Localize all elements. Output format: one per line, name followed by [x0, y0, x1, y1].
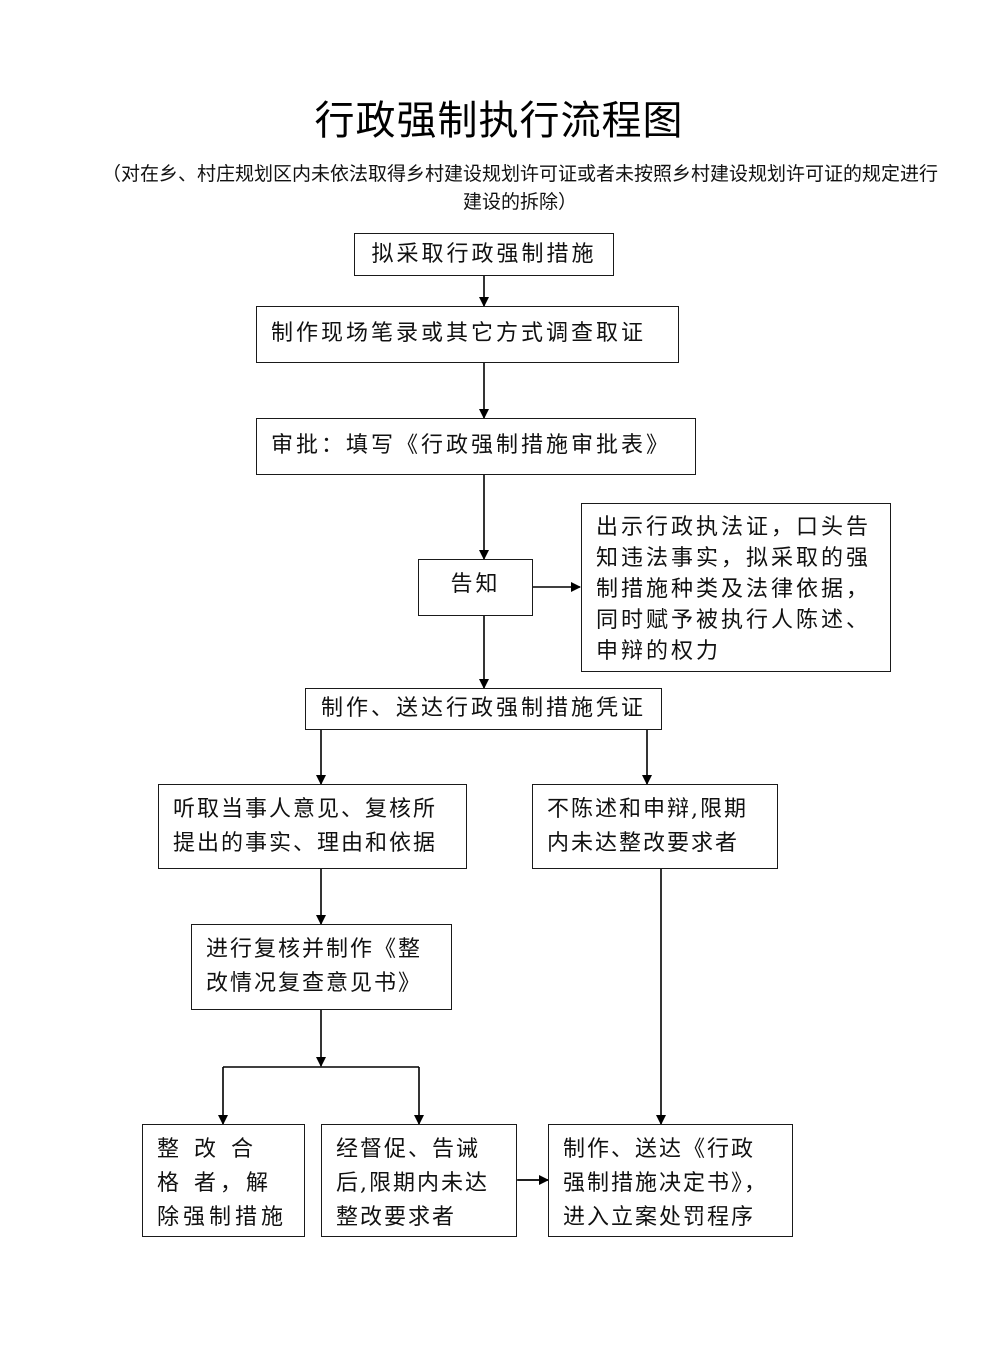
- node-notify-detail: 出示行政执法证，口头告知违法事实，拟采取的强制措施种类及法律依据，同时赋予被执行…: [581, 503, 891, 672]
- node-evidence: 制作现场笔录或其它方式调查取证: [256, 306, 679, 363]
- node-no-statement-label: 不陈述和申辩,限期内未达整改要求者: [547, 797, 748, 856]
- node-urged: 经督促、告诫后,限期内未达整改要求者: [321, 1124, 517, 1237]
- page-subtitle: （对在乡、村庄规划区内未依法取得乡村建设规划许可证或者未按照乡村建设规划许可证的…: [101, 163, 938, 213]
- node-approval: 审批：填写《行政强制措施审批表》: [256, 418, 696, 475]
- node-qualified-label: 整 改 合 格 者，解除强制措施: [157, 1137, 288, 1230]
- node-decision-label: 制作、送达《行政强制措施决定书》，进入立案处罚程序: [563, 1137, 769, 1230]
- node-qualified: 整 改 合 格 者，解除强制措施: [142, 1124, 305, 1237]
- node-propose-label: 拟采取行政强制措施: [371, 241, 597, 267]
- node-notify-label: 告知: [450, 572, 501, 597]
- node-voucher: 制作、送达行政强制措施凭证: [305, 688, 662, 730]
- node-no-statement: 不陈述和申辩,限期内未达整改要求者: [532, 784, 778, 869]
- node-review-label: 进行复核并制作《整改情况复查意见书》: [206, 937, 423, 996]
- node-review: 进行复核并制作《整改情况复查意见书》: [191, 924, 452, 1010]
- node-hear-label: 听取当事人意见、复核所提出的事实、理由和依据: [173, 797, 438, 856]
- node-hear: 听取当事人意见、复核所提出的事实、理由和依据: [158, 784, 467, 869]
- node-notify: 告知: [418, 559, 533, 616]
- node-propose: 拟采取行政强制措施: [354, 233, 614, 276]
- node-notify-detail-label: 出示行政执法证，口头告知违法事实，拟采取的强制措施种类及法律依据，同时赋予被执行…: [596, 515, 872, 664]
- node-decision: 制作、送达《行政强制措施决定书》，进入立案处罚程序: [548, 1124, 793, 1237]
- page-title: 行政强制执行流程图: [314, 98, 684, 144]
- node-urged-label: 经督促、告诫后,限期内未达整改要求者: [336, 1137, 489, 1230]
- node-approval-label: 审批：填写《行政强制措施审批表》: [271, 433, 672, 458]
- node-evidence-label: 制作现场笔录或其它方式调查取证: [271, 321, 647, 346]
- node-voucher-label: 制作、送达行政强制措施凭证: [320, 696, 646, 721]
